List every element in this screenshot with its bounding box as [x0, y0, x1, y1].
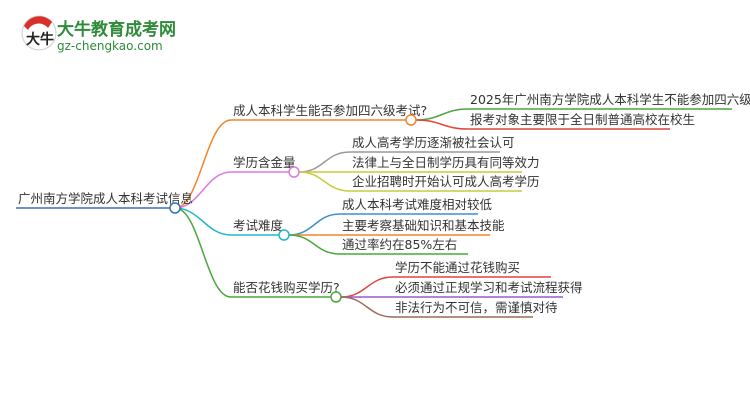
leaf-link-3-3	[288, 234, 341, 255]
leaf-node-4-2[interactable]: 必须通过正规学习和考试流程获得	[395, 280, 583, 295]
branch-node-3[interactable]: 考试难度	[233, 218, 284, 233]
branch-link-2	[174, 171, 232, 209]
leaf-node-2-1[interactable]: 成人高考学历逐渐被社会认可	[352, 135, 515, 150]
branch-link-3	[174, 207, 232, 236]
leaf-node-3-1[interactable]: 成人本科考试难度相对较低	[342, 197, 493, 212]
branch-link-1	[174, 119, 232, 209]
leaf-node-2-2[interactable]: 法律上与全日制学历具有同等效力	[352, 155, 540, 170]
leaf-link-3-1	[288, 213, 341, 236]
leaf-node-3-2[interactable]: 主要考察基础知识和基本技能	[342, 218, 505, 233]
collapse-toggle-1[interactable]	[405, 114, 417, 126]
logo-mark: 大牛	[26, 31, 54, 48]
leaf-node-4-3[interactable]: 非法行为不可信，需谨慎对待	[395, 300, 558, 315]
collapse-toggle-2[interactable]	[288, 166, 300, 178]
leaf-node-1-2[interactable]: 报考对象主要限于全日制普通高校在校生	[470, 112, 695, 127]
logo-brand: 大牛教育成考网	[57, 19, 176, 40]
branch-link-4	[174, 207, 232, 298]
leaf-link-2-3	[298, 171, 351, 192]
leaf-link-4-1	[340, 276, 394, 298]
collapse-toggle-4[interactable]	[330, 291, 342, 303]
logo: 大牛 大牛教育成考网 gz-chengkao.com	[21, 15, 176, 53]
branch-node-2[interactable]: 学历含金量	[233, 155, 296, 170]
logo-url: gz-chengkao.com	[57, 39, 163, 53]
leaf-node-2-3[interactable]: 企业招聘时开始认可成人高考学历	[352, 174, 540, 189]
branch-node-4[interactable]: 能否花钱购买学历?	[233, 280, 340, 295]
logo-arc-icon	[24, 16, 52, 30]
leaf-node-3-3[interactable]: 通过率约在85%左右	[342, 237, 457, 252]
collapse-toggle-3[interactable]	[278, 229, 290, 241]
root-collapse-toggle[interactable]	[169, 202, 181, 214]
leaf-node-1-1[interactable]: 2025年广州南方学院成人本科学生不能参加四六级考试	[470, 92, 750, 107]
branch-node-1[interactable]: 成人本科学生能否参加四六级考试?	[233, 103, 427, 118]
leaf-link-4-3	[340, 296, 394, 318]
leaf-node-4-1[interactable]: 学历不能通过花钱购买	[395, 260, 520, 275]
leaf-link-1-2	[415, 119, 469, 130]
leaf-link-2-1	[298, 151, 351, 173]
root-node[interactable]: 广州南方学院成人本科考试信息	[18, 191, 193, 206]
